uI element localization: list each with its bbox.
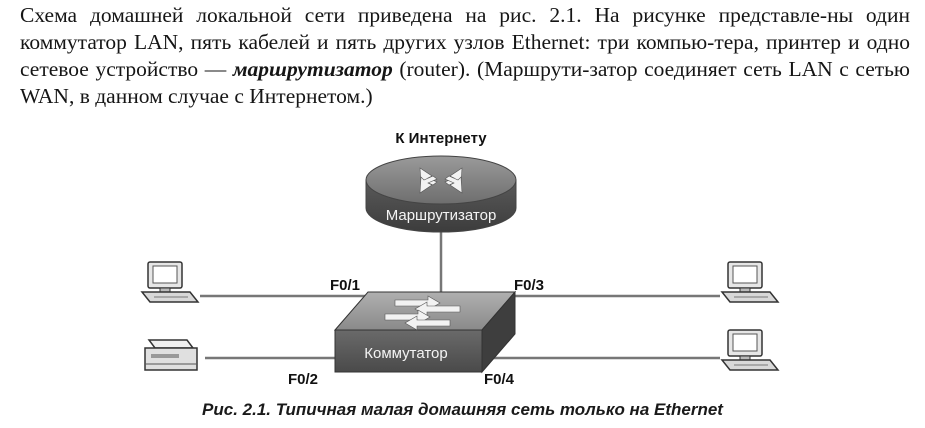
switch-arrows-icon	[384, 295, 461, 331]
internet-label: К Интернету	[395, 130, 487, 147]
router-arrows-icon	[419, 167, 463, 194]
printer-icon	[144, 339, 198, 371]
port-label-f03: F0/3	[514, 277, 544, 294]
router-icon: Маршрутизатор	[365, 155, 517, 233]
computer-icon	[720, 261, 780, 303]
cables	[200, 231, 720, 360]
body-paragraph: Схема домашней локальной сети приведена …	[20, 2, 910, 110]
figure-caption: Рис. 2.1. Типичная малая домашняя сеть т…	[202, 400, 723, 419]
port-label-f04: F0/4	[484, 371, 515, 388]
switch-label: Коммутатор	[364, 345, 447, 362]
paragraph-text-before: Схема домашней локальной сети приведена …	[20, 3, 910, 81]
switch-icon: Коммутатор	[333, 290, 517, 374]
router-label: Маршрутизатор	[386, 207, 497, 224]
network-diagram: К Интернету Маршрутизатор Коммутатор F0/…	[140, 130, 780, 388]
paragraph-text-after: (router). (Маршрути-затор соединяет сеть…	[20, 57, 910, 108]
port-label-f01: F0/1	[330, 277, 360, 294]
computer-icon	[140, 261, 200, 303]
paragraph-emphasis: маршрутизатор	[232, 57, 393, 81]
computer-icon	[720, 329, 780, 371]
port-label-f02: F0/2	[288, 371, 318, 388]
